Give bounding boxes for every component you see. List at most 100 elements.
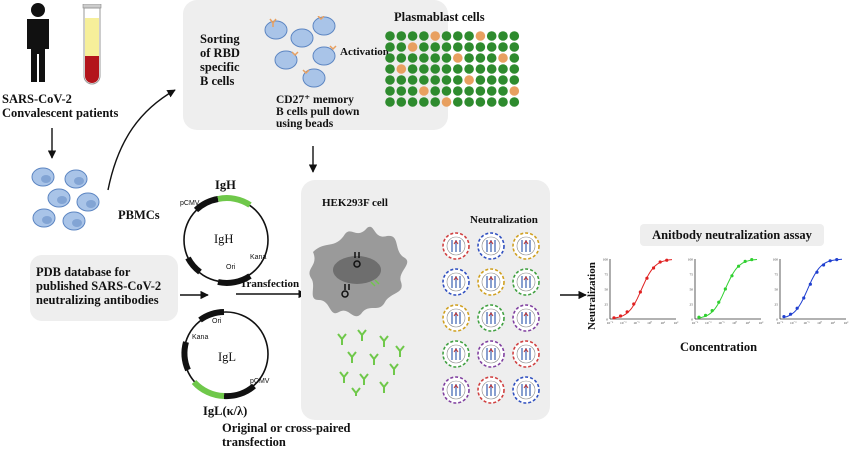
plasmablast-cell	[441, 75, 452, 85]
plasmablast-cell	[453, 53, 463, 63]
antibodies-icon	[337, 329, 405, 396]
pbmcs-label: PBMCs	[118, 208, 160, 222]
plasmablast-cell	[464, 97, 474, 107]
plasmablast-title: Plasmablast cells	[394, 10, 485, 24]
plasmablast-cell	[486, 86, 497, 96]
plasmablast-cell	[453, 31, 463, 41]
cells-cluster-icon	[31, 167, 100, 231]
data-point	[795, 306, 799, 310]
caption-line: transfection	[222, 435, 286, 449]
plasmablast-cell	[453, 42, 463, 52]
person-silhouette-icon	[27, 3, 49, 82]
arrow-pbmcs-to-sorting	[107, 89, 176, 191]
data-point	[651, 266, 656, 270]
x-tick-label: 10⁰	[647, 321, 653, 325]
sorting-title-line: specific	[200, 60, 240, 74]
plasmablast-cell	[396, 42, 407, 52]
sorting-title-line: B cells	[200, 74, 235, 88]
plasmablast-cell	[430, 53, 440, 63]
virus-particle-icon	[512, 232, 540, 260]
igl-ori-label: Ori	[212, 318, 222, 325]
data-point	[750, 258, 754, 262]
y-tick-label: 50	[690, 288, 694, 292]
data-point	[828, 259, 832, 263]
y-tick-label: 50	[605, 288, 609, 292]
y-tick-label: 25	[775, 303, 779, 307]
x-tick-label: 10⁻¹	[718, 321, 724, 325]
plasmablast-cell	[385, 64, 395, 74]
y-tick-label: 100	[773, 258, 779, 262]
data-point	[612, 316, 616, 320]
igh-pcmv-label: pCMV	[180, 200, 200, 207]
fit-curve	[613, 259, 673, 319]
blood-tube-icon	[82, 4, 102, 85]
antibody-icon	[359, 373, 369, 385]
igl-bottom-label: IgL(κ/λ)	[203, 404, 248, 418]
virus-particle-icon	[477, 232, 505, 260]
plasmablast-cell	[441, 97, 452, 107]
pdb-line: neutralizing antibodies	[36, 293, 159, 307]
x-tick-label: 10²	[844, 321, 849, 325]
antibody-icon	[337, 333, 347, 345]
igh-kana-label: Kana	[250, 254, 267, 261]
plasmablast-cell	[475, 86, 486, 96]
plasmablast-cell	[396, 53, 407, 63]
plasmablast-cell	[419, 97, 429, 107]
virus-particle-icon	[477, 304, 505, 332]
igh-plasmid-icon	[183, 195, 269, 286]
patients-label-line2: Convalescent patients	[2, 106, 119, 120]
plasmablast-cell	[419, 31, 429, 41]
plasmablast-cell	[385, 97, 395, 107]
antibody-icon	[339, 371, 349, 383]
data-point	[782, 315, 786, 319]
plasmablast-cell	[441, 42, 452, 52]
plasmablast-cell	[486, 97, 497, 107]
x-tick-label: 10⁻²	[790, 321, 796, 325]
plasmablast-cell	[396, 75, 407, 85]
plasmablast-cell	[464, 42, 474, 52]
igh-ori-label: Ori	[226, 264, 236, 271]
sorting-title: Sorting of RBD specific B cells	[200, 32, 240, 88]
plasmablast-cell	[407, 53, 418, 63]
assay-ylabel: Neutralization	[586, 262, 598, 330]
virus-particle-icon	[442, 376, 470, 404]
data-point	[697, 315, 701, 319]
plasmablast-cell	[441, 86, 452, 96]
plasmablast-cell	[475, 75, 486, 85]
virus-particle-icon	[442, 340, 470, 368]
antibody-icon	[395, 345, 405, 357]
plasmablast-cell	[475, 53, 486, 63]
data-point	[815, 270, 819, 274]
plasmablast-cell	[419, 42, 429, 52]
virus-grid	[442, 232, 540, 404]
plasmablast-cell	[407, 75, 418, 85]
x-tick-label: 10²	[759, 321, 764, 325]
data-point	[835, 258, 839, 262]
plasmablast-cell	[385, 86, 395, 96]
plasmablast-cell	[509, 42, 520, 52]
plasmablast-cell	[441, 64, 452, 74]
plasmablast-cell	[396, 31, 407, 41]
plasmablast-cell	[385, 53, 395, 63]
plasmablast-cell	[475, 64, 486, 74]
data-point	[821, 263, 826, 267]
virus-particle-icon	[442, 304, 470, 332]
plasmablast-cell	[475, 31, 486, 41]
antibody-icon	[379, 381, 389, 393]
plasmablast-cell	[498, 97, 508, 107]
plasmablast-cell	[441, 53, 452, 63]
plasmablast-cell	[498, 31, 508, 41]
plasmablast-cell	[430, 75, 440, 85]
hek-cell-icon	[309, 226, 408, 317]
y-tick-label: 25	[605, 303, 609, 307]
memory-line: B cells pull down	[276, 106, 360, 118]
fit-curve	[698, 259, 758, 319]
igl-center-label: IgL	[218, 350, 237, 364]
transfection-caption: Original or cross-paired transfection	[222, 421, 350, 449]
plasmablast-cell	[475, 97, 486, 107]
virus-particle-icon	[442, 232, 470, 260]
plasmablast-cell	[396, 86, 407, 96]
x-tick-label: 10⁻³	[692, 321, 698, 325]
igl-pcmv-label: pCMV	[250, 378, 270, 385]
plasmablast-cell	[509, 53, 520, 63]
